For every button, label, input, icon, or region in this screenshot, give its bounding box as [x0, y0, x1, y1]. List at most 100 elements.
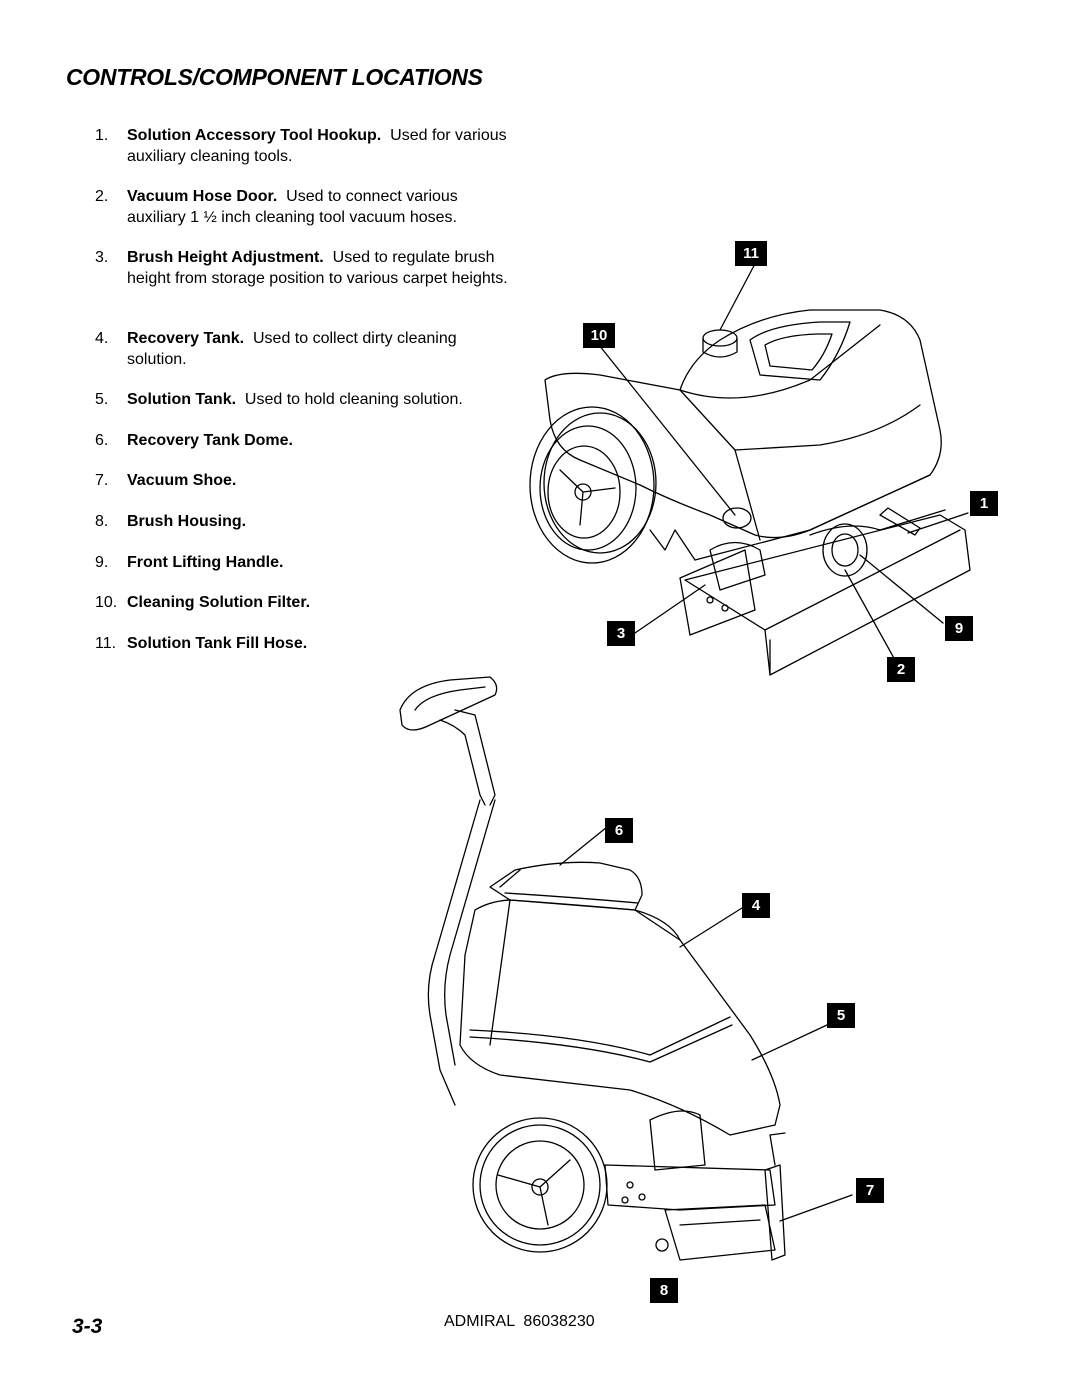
list-item: 8. Brush Housing.	[95, 512, 515, 533]
list-item: 6. Recovery Tank Dome.	[95, 431, 515, 452]
brush-housing	[684, 514, 971, 676]
filter-bowl	[722, 507, 752, 529]
fill-cap	[702, 329, 738, 347]
item-number: 7.	[95, 472, 109, 489]
chassis-bolt	[626, 1181, 634, 1189]
leader-line-5	[751, 1024, 828, 1061]
item-description: Used to regulate brush height from stora…	[127, 249, 508, 287]
item-number: 5.	[95, 391, 109, 408]
item-number: 4.	[95, 330, 109, 347]
rear-wheel	[472, 1117, 608, 1253]
item-term: Solution Tank Fill Hose.	[127, 635, 308, 652]
list-item: 4. Recovery Tank. Used to collect dirty …	[95, 329, 515, 370]
handle-shaft	[427, 799, 481, 1106]
vacuum-hose-door-inner	[831, 533, 859, 567]
bracket-hole	[721, 604, 729, 612]
item-term: Front Lifting Handle.	[127, 554, 284, 571]
wheel-spokes	[559, 469, 616, 526]
handle-stem-upper-back	[454, 709, 496, 806]
solution-hookup	[879, 507, 921, 536]
item-number: 10.	[95, 594, 118, 611]
item-term: Solution Tank.	[127, 391, 237, 408]
item-term: Recovery Tank.	[127, 330, 245, 347]
item-number: 6.	[95, 432, 109, 449]
item-term: Vacuum Shoe.	[127, 472, 237, 489]
list-item: 1. Solution Accessory Tool Hookup. Used …	[95, 126, 515, 167]
footer-reference: ADMIRAL 86038230	[444, 1313, 595, 1330]
height-adjust-bracket	[679, 549, 756, 636]
list-item: 11. Solution Tank Fill Hose.	[95, 634, 515, 655]
wheel-spokes	[497, 1159, 571, 1226]
handle-shaft-back	[444, 799, 496, 1066]
rear-wheel-hub	[531, 1178, 549, 1196]
item-description: Used to collect dirty cleaning solution.	[127, 330, 457, 368]
chassis-bolt	[638, 1193, 646, 1201]
tank-seam	[469, 1016, 731, 1056]
list-item: 9. Front Lifting Handle.	[95, 553, 515, 574]
item-term: Brush Housing.	[127, 513, 247, 530]
tank-front-face	[679, 389, 761, 541]
item-term: Solution Accessory Tool Hookup.	[127, 127, 382, 144]
callout-2: 2	[887, 657, 915, 682]
fill-cap-body	[702, 337, 738, 358]
tank-panel-line	[634, 909, 681, 941]
list-item: 5. Solution Tank. Used to hold cleaning …	[95, 390, 515, 411]
callout-11: 11	[735, 241, 767, 266]
item-number: 1.	[95, 127, 109, 144]
wheel-hub	[574, 483, 592, 501]
callout-8: 8	[650, 1278, 678, 1303]
item-description: Used to hold cleaning solution.	[244, 391, 463, 408]
front-lift-handle	[809, 509, 946, 536]
side-frame	[649, 529, 696, 561]
top-tray	[749, 321, 851, 381]
tank-top-ridge	[679, 324, 881, 399]
height-dial	[709, 541, 766, 591]
machine-side-illustration	[399, 676, 853, 1261]
bracket-hole	[706, 596, 714, 604]
tank-body	[459, 899, 781, 1136]
brush-housing-detail	[679, 1219, 761, 1226]
brush-housing	[664, 1204, 776, 1261]
item-number: 9.	[95, 554, 109, 571]
list-item: 10. Cleaning Solution Filter.	[95, 593, 515, 614]
intake-cover	[649, 1110, 706, 1171]
wheel-inner	[539, 425, 637, 551]
wheel-tread	[543, 412, 657, 554]
item-term: Brush Height Adjustment.	[127, 249, 324, 266]
handle-grip	[399, 676, 498, 731]
page-title: CONTROLS/COMPONENT LOCATIONS	[66, 64, 483, 90]
item-number: 2.	[95, 188, 109, 205]
leader-line-3	[634, 584, 706, 634]
top-tray-inner	[764, 333, 833, 371]
callout-4: 4	[742, 893, 770, 918]
callout-3: 3	[607, 621, 635, 646]
wheel-outer	[529, 406, 655, 564]
item-description: Used for various auxiliary cleaning tool…	[127, 127, 507, 165]
tank-seam-inner	[469, 1024, 733, 1063]
rear-wheel-rim	[495, 1140, 585, 1230]
item-term: Cleaning Solution Filter.	[127, 594, 311, 611]
callout-7: 7	[856, 1178, 884, 1203]
item-term: Recovery Tank Dome.	[127, 432, 293, 449]
wheel-hub-ring	[547, 445, 621, 539]
tank-edge	[489, 899, 511, 1046]
leader-line-7	[779, 1194, 853, 1222]
leader-line-6	[559, 826, 608, 866]
tank-side-panel	[734, 404, 921, 451]
leader-line-1	[907, 512, 969, 534]
leader-line-4	[679, 907, 743, 948]
item-number: 3.	[95, 249, 109, 266]
list-item: 3. Brush Height Adjustment. Used to regu…	[95, 248, 515, 289]
leader-line-9	[859, 554, 944, 624]
callout-10: 10	[583, 323, 615, 348]
item-description: Used to connect various auxiliary 1 ½ in…	[127, 188, 458, 226]
item-number: 11.	[95, 635, 117, 652]
leader-line-11	[719, 259, 758, 331]
item-number: 8.	[95, 513, 109, 530]
page-number: 3-3	[72, 1315, 103, 1338]
chassis-bolt	[621, 1196, 629, 1204]
vacuum-hose-door	[822, 523, 868, 577]
leader-line-2	[844, 569, 896, 661]
leader-line-10	[598, 344, 736, 516]
vacuum-shoe-bracket	[769, 1132, 786, 1166]
